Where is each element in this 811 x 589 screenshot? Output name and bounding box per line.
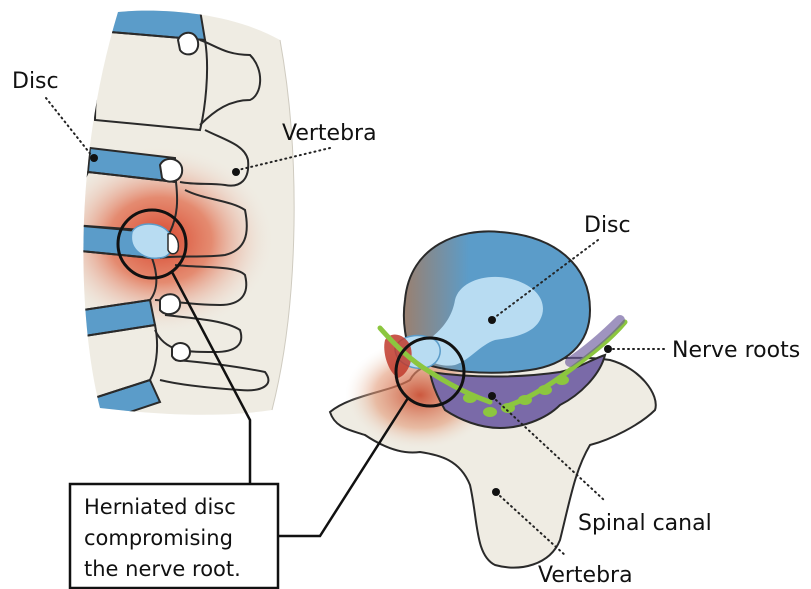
marker-disc-right [488, 316, 496, 324]
foramen-3 [160, 294, 180, 314]
marker-spinal-canal [488, 392, 496, 400]
marker-disc-left [90, 154, 98, 162]
label-disc-right: Disc [584, 213, 631, 238]
leader-disc-left [46, 98, 92, 156]
label-vertebra-right: Vertebra [538, 563, 633, 588]
label-spinal-canal: Spinal canal [578, 511, 712, 536]
foramen-1 [178, 33, 198, 55]
marker-vertebra-right [492, 488, 500, 496]
foramen-2 [160, 159, 182, 182]
callout-line-1: Herniated disc [84, 495, 236, 519]
marker-vertebra-left [232, 168, 240, 176]
callout-line-3: the nerve root. [84, 557, 241, 581]
label-nerve-roots: Nerve roots [672, 338, 800, 363]
foramen-4 [172, 343, 190, 361]
label-disc-left: Disc [12, 69, 59, 94]
label-vertebra-left: Vertebra [282, 121, 377, 146]
callout-line-2: compromising [84, 526, 233, 550]
marker-nerve-roots [604, 345, 612, 353]
